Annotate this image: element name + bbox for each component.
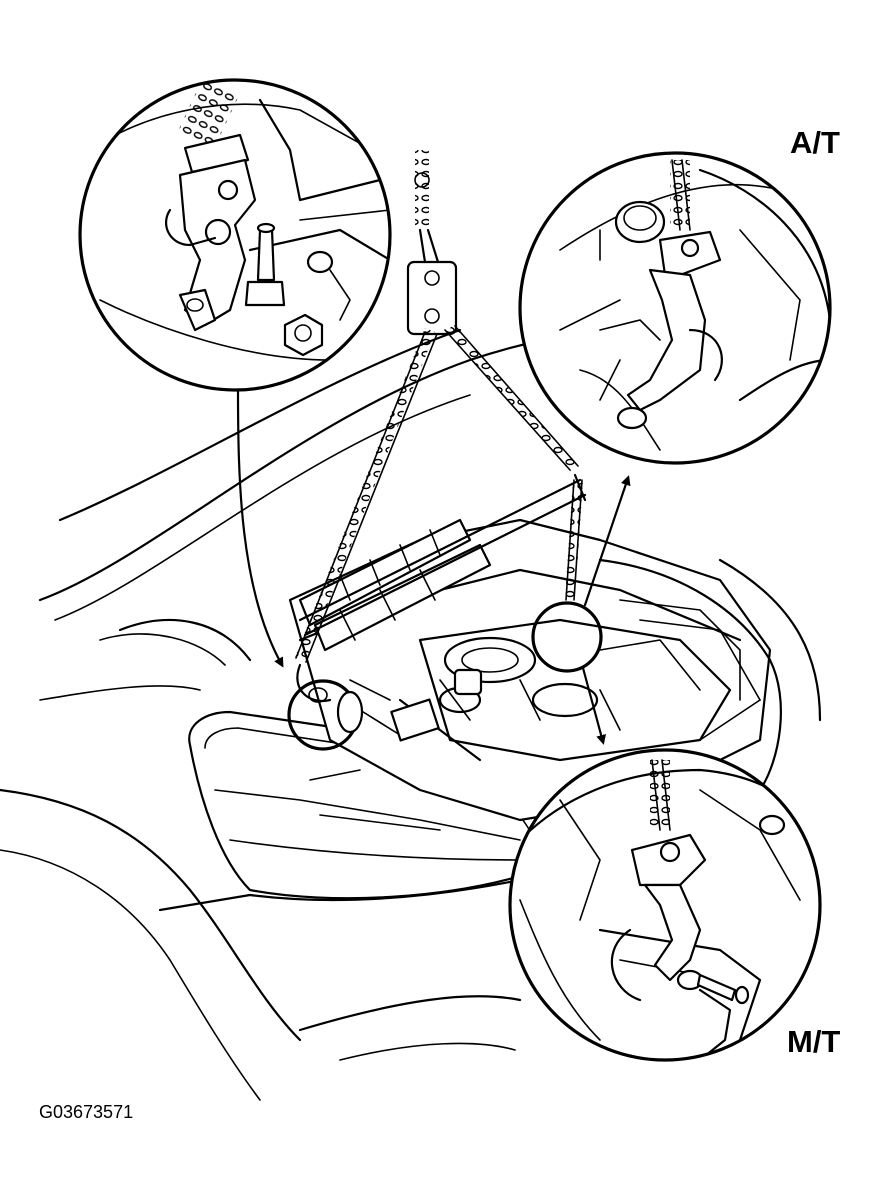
engine-bay-scene (0, 150, 822, 1101)
engine-block (288, 473, 822, 822)
callout-arrows (236, 386, 631, 745)
detail-mt-bracket (508, 748, 822, 1062)
figure-code: G03673571 (39, 1102, 133, 1122)
callout-rear-bracket (531, 601, 603, 673)
at-label: A/T (790, 125, 840, 160)
chain-hoist (294, 150, 583, 663)
mt-label: M/T (787, 1024, 840, 1059)
detail-at-bracket (518, 151, 832, 465)
detail-front-bracket (78, 78, 392, 392)
